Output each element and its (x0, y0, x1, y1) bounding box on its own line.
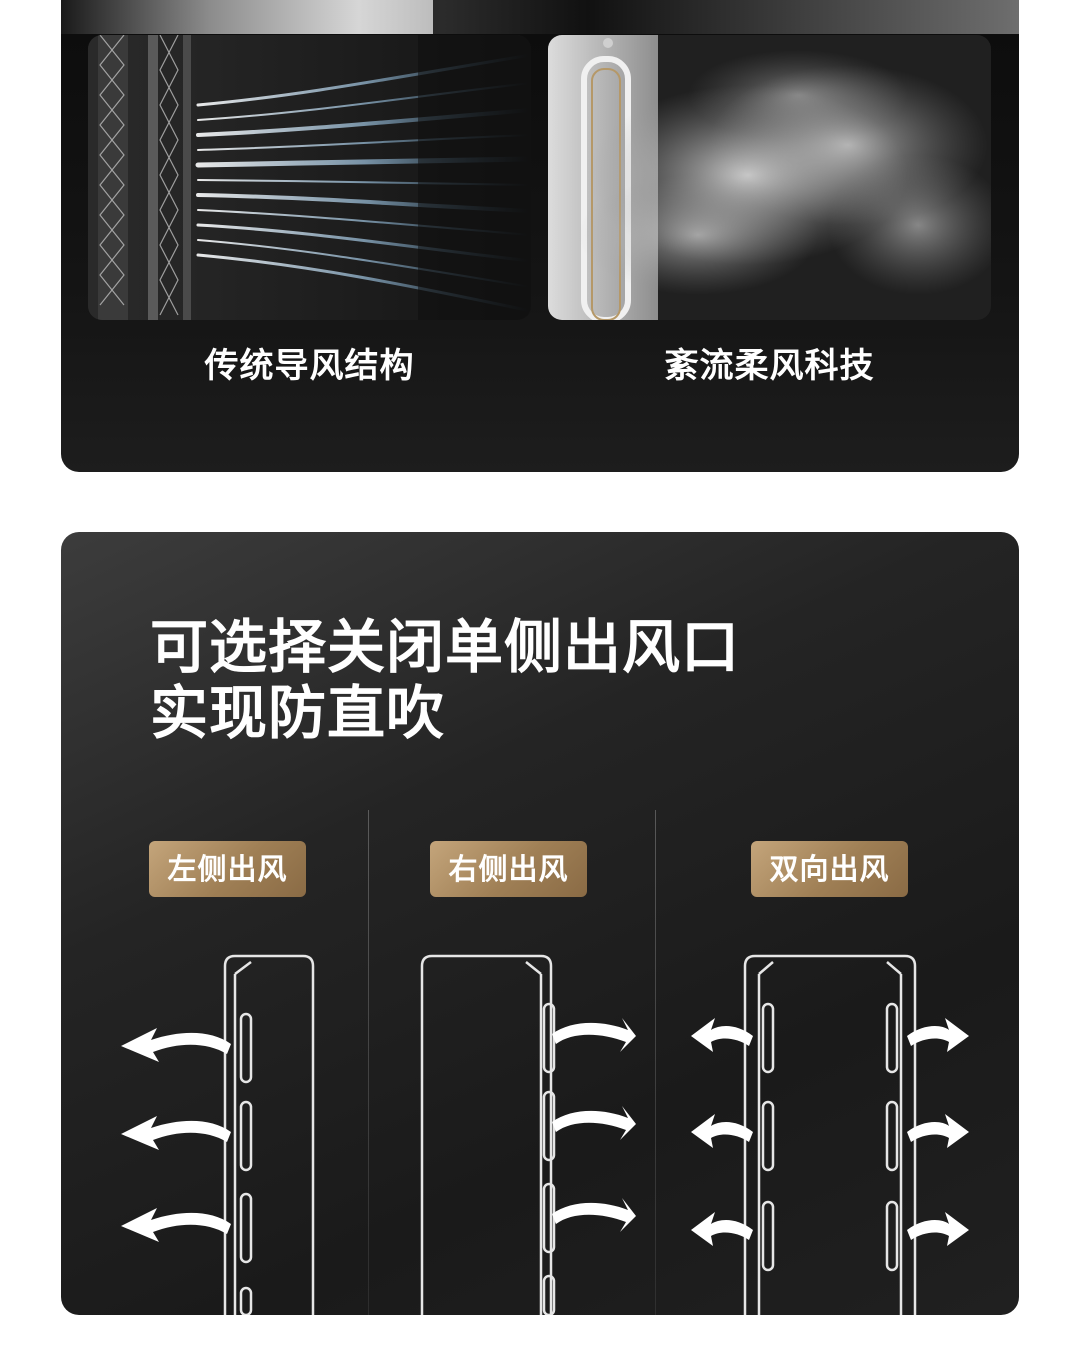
dual-outlet-diagram (691, 954, 969, 1315)
turbulent-airflow-label: 紊流柔风科技 (664, 346, 875, 386)
product-image-strip (61, 0, 1019, 34)
airflow-arrows-left (121, 1028, 231, 1242)
traditional-airflow-image (88, 35, 531, 320)
feature-headline: 可选择关闭单侧出风口 实现防直吹 (150, 614, 740, 746)
column-divider-1 (368, 810, 369, 1315)
headline-line-1: 可选择关闭单侧出风口 (150, 613, 741, 681)
mode-badge-left: 左侧出风 (149, 841, 306, 897)
airflow-arrows-right (552, 1018, 636, 1232)
right-outlet-diagram (420, 954, 636, 1315)
mode-badge-both: 双向出风 (751, 841, 908, 897)
airflow-mode-card: 可选择关闭单侧出风口 实现防直吹 左侧出风 右侧出风 双向出风 (61, 532, 1019, 1315)
mode-badge-right: 右侧出风 (430, 841, 587, 897)
turbulent-airflow-image (548, 35, 991, 320)
product-panel-image (61, 0, 433, 34)
airflow-arrows-dual (691, 1018, 969, 1246)
headline-line-2: 实现防直吹 (150, 679, 446, 747)
left-outlet-diagram (121, 954, 315, 1315)
column-divider-2 (655, 810, 656, 1315)
traditional-airflow-label: 传统导风结构 (204, 346, 415, 386)
comparison-card: 传统导风结构 紊流柔风科技 (61, 0, 1019, 472)
